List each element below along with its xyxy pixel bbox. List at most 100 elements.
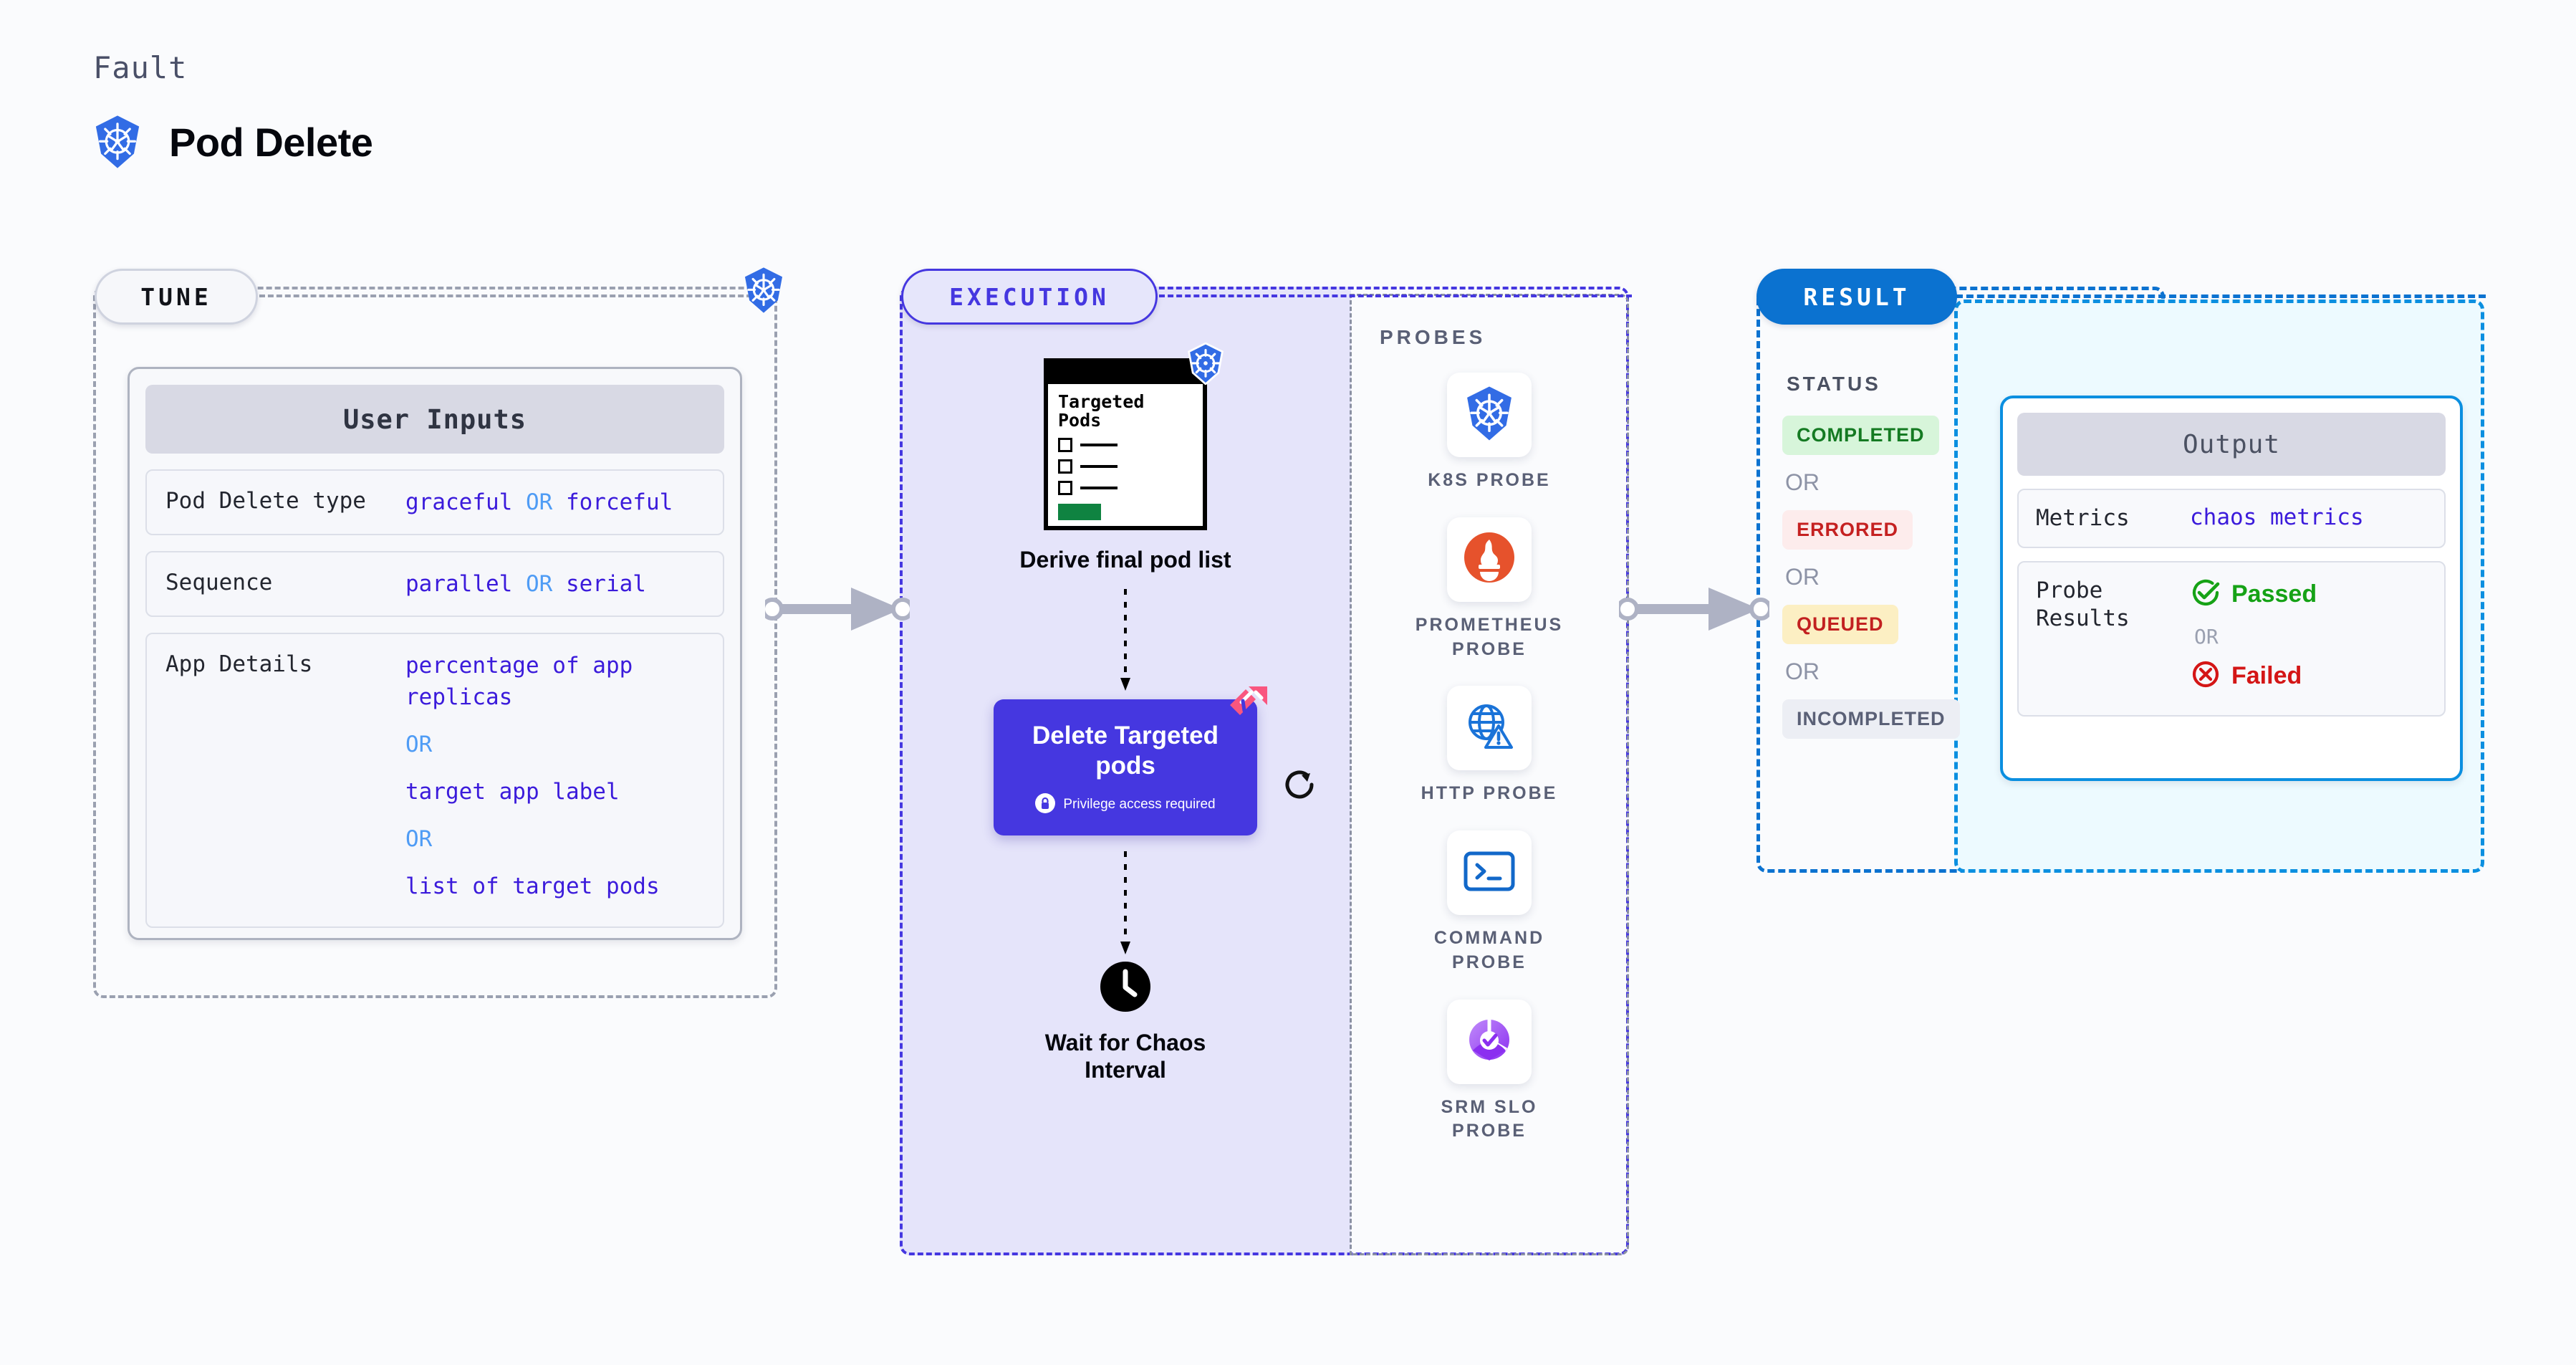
tune-dashed-connector: [259, 294, 761, 297]
tune-region: [93, 287, 777, 998]
probe-item-http[interactable]: HTTP PROBE: [1421, 686, 1558, 806]
delete-targeted-pods-label: Delete Targeted pods: [1032, 722, 1219, 780]
prometheus-icon: [1463, 531, 1516, 588]
x-circle-icon: [2190, 658, 2221, 694]
placeholder-line: [1080, 464, 1118, 468]
harness-logo-icon: [1224, 684, 1270, 733]
page-title: Pod Delete: [169, 119, 373, 165]
kubernetes-icon: [1186, 343, 1226, 385]
fault-title-row: Pod Delete: [92, 115, 373, 169]
probe-item-command[interactable]: COMMAND PROBE: [1403, 830, 1575, 975]
value-text: forceful: [565, 489, 673, 515]
probe-tile: [1447, 999, 1532, 1084]
result-section-pill[interactable]: RESULT: [1756, 269, 1957, 325]
green-status-bar: [1058, 503, 1101, 520]
input-row-app-details[interactable]: App Details percentage of app replicas O…: [145, 633, 724, 929]
probe-tile: [1447, 517, 1532, 602]
check-circle-icon: [2190, 577, 2221, 612]
probes-list: K8S PROBE PROMETHEUS PROBE: [1350, 373, 1629, 1144]
result-dashed-connector: [1956, 294, 2486, 298]
or-text: OR: [2194, 624, 2219, 648]
targeted-pods-heading-line1: Targeted: [1058, 391, 1145, 412]
probe-label: K8S PROBE: [1428, 470, 1551, 490]
arrow-execution-to-result: [1619, 573, 1769, 645]
or-text: OR: [525, 489, 553, 515]
targeted-pods-node[interactable]: Targeted Pods: [1044, 343, 1224, 530]
lock-icon: [1035, 792, 1056, 817]
arrow-tune-to-execution: [765, 573, 910, 645]
row-key: Probe Results: [2036, 577, 2130, 631]
row-key: Sequence: [165, 570, 273, 596]
output-card: Output Metrics chaos metrics Probe Resul…: [2000, 396, 2463, 781]
probe-tile: [1446, 686, 1532, 771]
probe-item-prometheus[interactable]: PROMETHEUS PROBE: [1403, 517, 1575, 662]
user-inputs-title: User Inputs: [145, 385, 724, 454]
row-key: App Details: [165, 651, 313, 678]
targeted-pods-card: Targeted Pods: [1044, 358, 1207, 530]
card-body: Targeted Pods: [1048, 384, 1203, 520]
globe-warning-icon: [1463, 700, 1516, 757]
row-key: Metrics: [2036, 505, 2130, 531]
row-value: chaos metrics: [2190, 504, 2364, 530]
checkbox-icon: [1058, 459, 1072, 474]
refresh-icon[interactable]: [1279, 764, 1320, 809]
value-text: list of target pods: [405, 873, 660, 900]
placeholder-line: [1080, 443, 1118, 446]
probe-tile: [1446, 373, 1532, 457]
or-text: OR: [405, 826, 433, 853]
srm-slo-icon: [1463, 1013, 1516, 1070]
input-row-sequence[interactable]: Sequence parallel OR serial: [145, 551, 724, 618]
terminal-icon: [1463, 849, 1516, 897]
row-value: Passed OR Failed: [2190, 577, 2317, 694]
passed-label: Passed: [2231, 580, 2317, 608]
output-row-metrics[interactable]: Metrics chaos metrics: [2017, 489, 2446, 548]
checkbox-icon: [1058, 437, 1072, 452]
user-inputs-card: User Inputs Pod Delete type graceful OR …: [128, 367, 742, 940]
value-text: serial: [565, 571, 646, 598]
failed-label: Failed: [2231, 661, 2302, 689]
value-text: graceful: [405, 489, 513, 515]
input-row-pod-delete-type[interactable]: Pod Delete type graceful OR forceful: [145, 469, 724, 536]
or-text: OR: [405, 732, 433, 758]
execution-dashed-connector: [1159, 294, 1632, 297]
placeholder-line: [1080, 486, 1118, 489]
privilege-badge: Privilege access required: [1008, 792, 1243, 817]
probe-label: COMMAND PROBE: [1433, 928, 1545, 972]
probes-heading: PROBES: [1380, 326, 1486, 348]
card-titlebar: [1048, 363, 1203, 384]
output-title: Output: [2017, 413, 2446, 476]
list-item: [1058, 480, 1193, 495]
kubernetes-icon: [741, 267, 786, 314]
probe-item-k8s[interactable]: K8S PROBE: [1428, 373, 1550, 493]
probe-result-passed: Passed: [2190, 577, 2317, 612]
status-badge-errored: ERRORED: [1782, 510, 1913, 550]
flow-arrow-down: [1120, 589, 1130, 691]
row-value: percentage of app replicas OR target app…: [405, 650, 704, 902]
privilege-text: Privilege access required: [1063, 797, 1216, 813]
delete-targeted-pods-node-wrap: Delete Targeted pods Privilege access re…: [994, 686, 1314, 835]
list-item: [1058, 437, 1193, 452]
execution-section-pill[interactable]: EXECUTION: [901, 269, 1158, 325]
flow-arrow-down: [1120, 851, 1130, 954]
list-item: [1058, 459, 1193, 474]
targeted-pods-heading-line2: Pods: [1058, 410, 1102, 431]
value-text: target app label: [405, 779, 620, 805]
delete-targeted-pods-node[interactable]: Delete Targeted pods Privilege access re…: [994, 699, 1257, 835]
status-badge-incompleted: INCOMPLETED: [1782, 699, 1960, 739]
value-text: parallel: [405, 571, 513, 598]
tune-section-pill[interactable]: TUNE: [95, 269, 258, 325]
probe-label: PROMETHEUS PROBE: [1415, 614, 1564, 659]
status-list: COMPLETED OR ERRORED OR QUEUED OR INCOMP…: [1782, 416, 2019, 739]
probe-item-srm-slo[interactable]: SRM SLO PROBE: [1403, 999, 1575, 1144]
checkbox-icon: [1058, 480, 1072, 495]
output-row-probe-results[interactable]: Probe Results Passed OR: [2017, 560, 2446, 717]
probe-label: SRM SLO PROBE: [1441, 1096, 1538, 1141]
or-text: OR: [1785, 564, 1820, 590]
status-badge-queued: QUEUED: [1782, 605, 1898, 644]
row-value: parallel OR serial: [405, 568, 646, 600]
row-value: graceful OR forceful: [405, 487, 673, 518]
or-text: OR: [1785, 658, 1820, 684]
fault-label: Fault: [93, 50, 188, 85]
execution-flow-column: Targeted Pods: [900, 343, 1351, 1084]
